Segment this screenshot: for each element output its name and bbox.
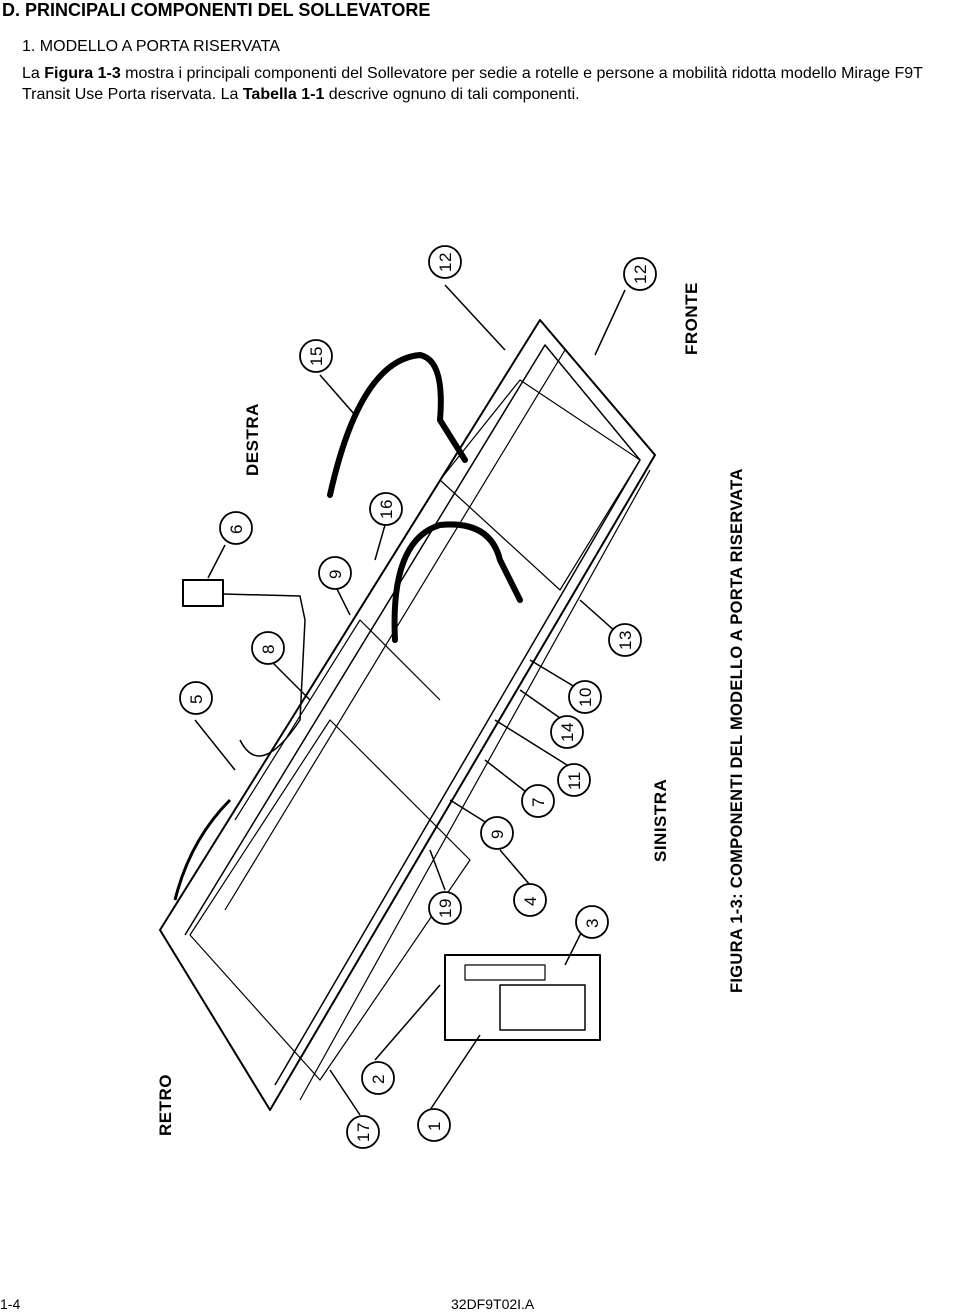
- callout-19: 19: [436, 898, 455, 918]
- table-reference: Tabella 1-1: [242, 86, 325, 103]
- callout-14: 13: [616, 630, 635, 650]
- callout-2: 2: [369, 1074, 388, 1084]
- callout-9b: 9: [488, 829, 507, 839]
- callout-16: 15: [307, 346, 326, 366]
- callout-13: 12: [631, 264, 650, 284]
- callout-15: 14: [558, 722, 577, 742]
- side-rail-2: [299, 469, 651, 1101]
- rear-cable: [173, 798, 232, 901]
- label-fronte: FRONTE: [682, 282, 701, 355]
- callout-circles: [179, 245, 657, 1149]
- callout-9a: 9: [326, 569, 345, 579]
- handrail-center: [391, 521, 523, 643]
- intro-paragraph: La Figura 1-3 mostra i principali compon…: [22, 63, 958, 105]
- pump-box: [444, 954, 601, 1041]
- platform-plate-front: [439, 379, 641, 591]
- platform-plate-rear: [189, 719, 471, 1081]
- platform-inner-frame: [184, 344, 641, 1086]
- pendant-control: [182, 579, 224, 607]
- callout-6: 6: [227, 524, 246, 534]
- label-sinistra: SINISTRA: [651, 778, 670, 862]
- callout-5: 5: [187, 694, 206, 704]
- callout-3: 3: [583, 918, 602, 928]
- subsection-title: 1. MODELLO A PORTA RISERVATA: [22, 38, 280, 55]
- callout-10: 10: [576, 687, 595, 707]
- pendant-cable: [222, 593, 306, 757]
- label-retro: RETRO: [156, 1074, 175, 1136]
- callout-17: 16: [377, 499, 396, 519]
- pump-reservoir: [464, 964, 546, 981]
- section-title: D. PRINCIPALI COMPONENTI DEL SOLLEVATORE: [2, 0, 431, 20]
- page-number: 1-4: [0, 1296, 21, 1312]
- callout-18: 17: [354, 1122, 373, 1142]
- figure-reference: Figura 1-3: [44, 65, 121, 82]
- handrail-right: [327, 352, 468, 498]
- callout-1: 1: [425, 1121, 444, 1131]
- callout-11: 11: [565, 771, 584, 790]
- label-destra: DESTRA: [243, 403, 262, 476]
- document-code: 32DF9T02I.A: [451, 1296, 535, 1312]
- callout-8: 8: [259, 644, 278, 654]
- callout-4: 4: [521, 896, 540, 906]
- callout-7: 7: [529, 797, 548, 807]
- paragraph-text-2: mostra i principali componenti del Solle…: [22, 65, 923, 103]
- paragraph-text-1: La: [22, 65, 45, 82]
- paragraph-text-3: descrive ognuno di tali componenti.: [324, 86, 580, 103]
- pump-motor: [499, 984, 586, 1031]
- callout-12: 12: [436, 252, 455, 272]
- platform-frame: [159, 319, 656, 1111]
- platform-plate-mid: [234, 619, 441, 821]
- figure-caption: FIGURA 1-3: COMPONENTI DEL MODELLO A POR…: [728, 468, 746, 993]
